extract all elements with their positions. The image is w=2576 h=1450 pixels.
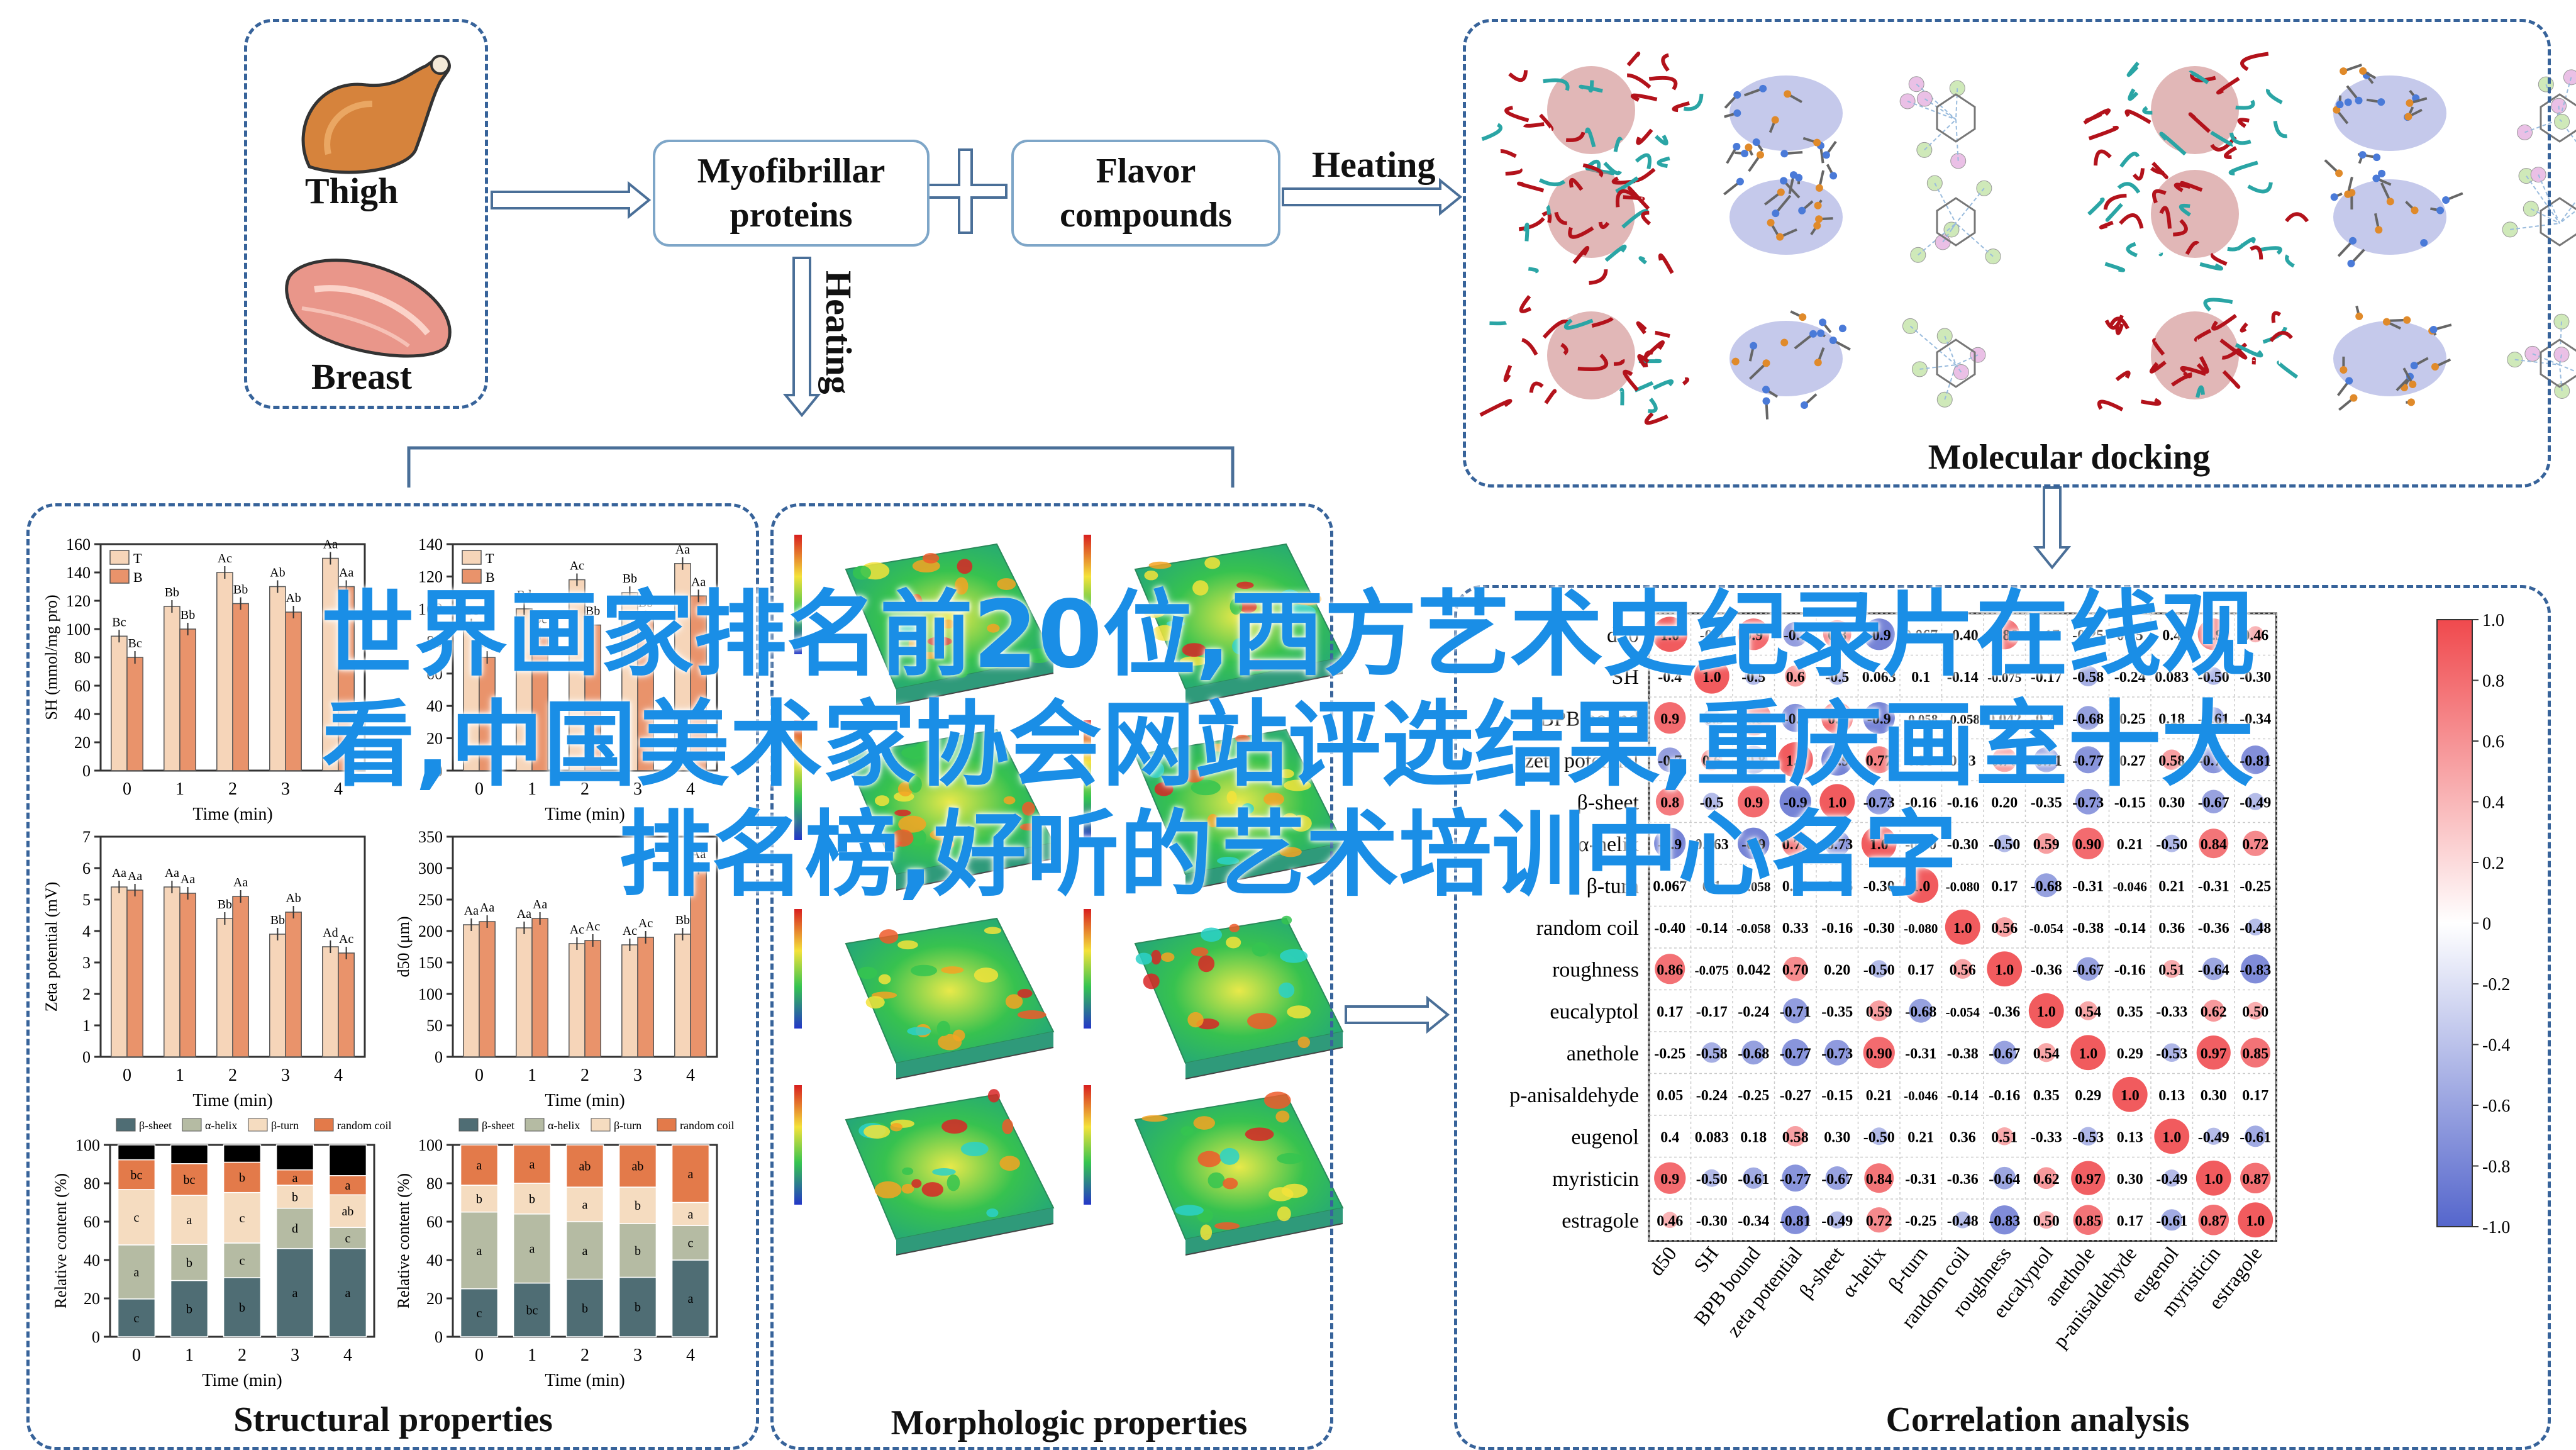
interaction-residue [2563, 70, 2576, 85]
overlay-line-2: 看,中国美术家协会网站评选结果,重庆画室十大 [0, 698, 2576, 791]
morphologic-title: Morphologic properties [891, 1403, 1248, 1443]
thigh-icon [291, 53, 454, 179]
heating-label-horizontal: Heating [1312, 143, 1436, 186]
thigh-label: Thigh [305, 170, 398, 212]
breast-label: Breast [311, 355, 412, 398]
overlay-line-1: 世界画家排名前20位,西方艺术史纪录片在线观 [0, 588, 2576, 681]
docking-panel [1463, 19, 2551, 488]
docking-title: Molecular docking [1928, 437, 2211, 477]
interaction-line [2560, 365, 2576, 378]
flavor-box: Flavor compounds [1011, 140, 1280, 247]
structural-title: Structural properties [233, 1400, 553, 1440]
correlation-title: Correlation analysis [1886, 1400, 2190, 1440]
heating-label-vertical: Heating [818, 270, 860, 394]
overlay-line-3: 排名榜,好听的艺术培训中心名字 [0, 808, 2576, 901]
breast-icon [277, 252, 465, 365]
myofibrillar-box: Myofibrillar proteins [653, 140, 930, 247]
